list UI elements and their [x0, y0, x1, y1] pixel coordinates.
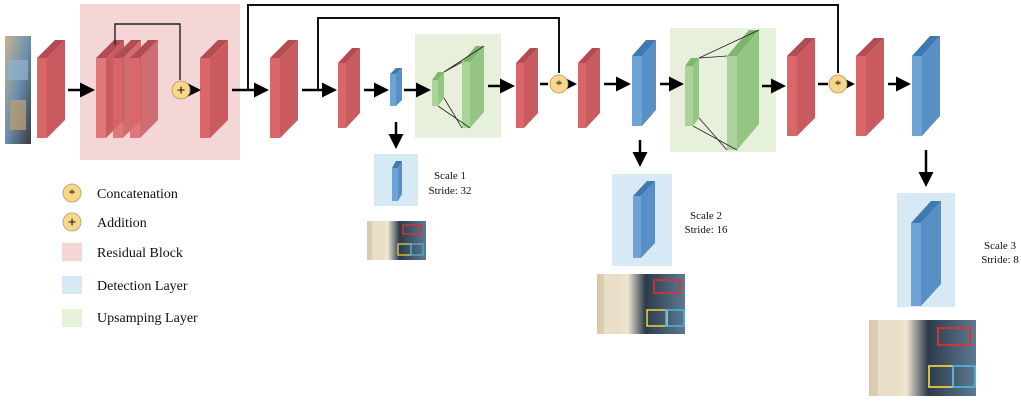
- conv-block: [787, 38, 815, 136]
- svg-text:Upsamping Layer: Upsamping Layer: [97, 311, 198, 326]
- upsampling-large-block: [727, 30, 759, 150]
- detection-result-image-large: [869, 320, 976, 396]
- stride-label-1: Stride: 32: [428, 185, 471, 197]
- legend-residual-block: Residual Block: [62, 243, 183, 261]
- legend-concatenation: * Concatenation: [62, 183, 178, 203]
- input-image: [5, 36, 31, 144]
- conv-block: [338, 48, 360, 128]
- residual-skip-line: [114, 23, 181, 80]
- concatenation-operator: *: [828, 74, 848, 94]
- svg-text:Addition: Addition: [97, 216, 147, 231]
- stride-label-3: Stride: 8: [981, 254, 1019, 266]
- svg-text:+: +: [68, 215, 77, 231]
- route-connection-1: [247, 4, 839, 90]
- conv-block: [856, 38, 884, 136]
- scale-label-2: Scale 2: [690, 210, 722, 222]
- detection-result-image-medium: [597, 274, 685, 334]
- svg-text:Detection Layer: Detection Layer: [97, 279, 188, 294]
- svg-text:*: *: [556, 77, 563, 92]
- detection-conv-block: [632, 40, 656, 126]
- upsampling-projection-lines: [437, 29, 760, 151]
- legend-upsampling-layer: Upsamping Layer: [62, 309, 198, 327]
- output-arrows: [388, 122, 934, 187]
- detection-output-block: [633, 181, 655, 258]
- legend-detection-layer: Detection Layer: [62, 276, 188, 294]
- detection-result-image-small: [367, 221, 426, 260]
- route-connection-2: [317, 17, 560, 90]
- upsampling-small-block: [432, 72, 444, 106]
- svg-text:*: *: [69, 186, 76, 201]
- legend: * Concatenation + Addition Residual Bloc…: [62, 183, 198, 327]
- conv-block: [270, 40, 298, 138]
- concatenation-operator: *: [549, 74, 569, 94]
- detection-conv-block: [390, 68, 402, 106]
- conv-block: [516, 48, 538, 128]
- svg-text:Concatenation: Concatenation: [97, 187, 178, 202]
- upsampling-small-block: [685, 58, 699, 126]
- conv-block: [37, 40, 65, 138]
- detection-output-block: [911, 201, 941, 306]
- residual-conv-block: [130, 40, 158, 138]
- svg-text:Residual Block: Residual Block: [97, 246, 183, 261]
- conv-block: [578, 48, 600, 128]
- detection-output-block: [392, 161, 402, 201]
- svg-text:+: +: [177, 83, 186, 99]
- scale-label-1: Scale 1: [434, 170, 466, 182]
- legend-addition: + Addition: [62, 212, 147, 232]
- addition-operator: +: [171, 80, 191, 100]
- conv-block: [200, 40, 228, 138]
- stride-label-2: Stride: 16: [684, 224, 728, 236]
- detection-conv-block: [912, 36, 940, 136]
- svg-text:*: *: [835, 77, 842, 92]
- flow-arrows: [68, 76, 911, 98]
- scale-label-3: Scale 3: [984, 240, 1017, 252]
